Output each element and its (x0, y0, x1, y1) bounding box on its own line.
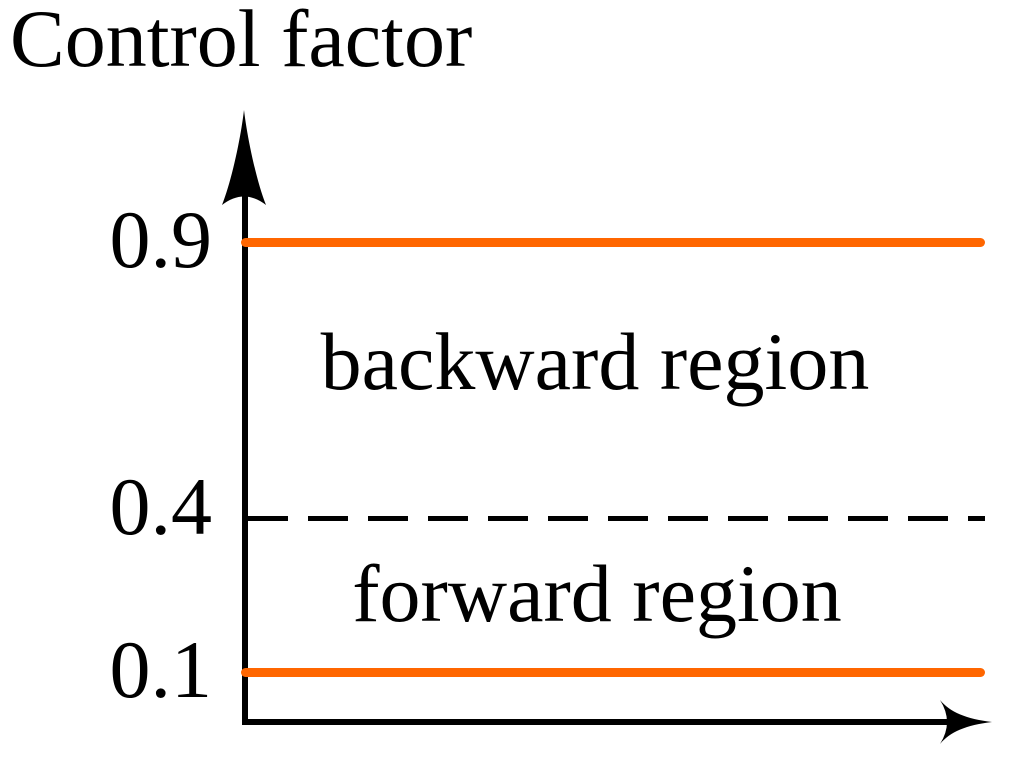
forward-region-label: forward region (352, 548, 842, 639)
y-tick-label-0-1: 0.1 (109, 624, 213, 715)
y-tick-label-0-4: 0.4 (109, 461, 213, 552)
mid-boundary-dashed-line (248, 516, 985, 521)
lower-threshold-line (241, 668, 985, 677)
x-axis-line (242, 719, 954, 725)
arrow-right-icon (940, 700, 992, 744)
arrow-up-icon (222, 110, 266, 205)
upper-threshold-line (241, 238, 985, 247)
backward-region-label: backward region (320, 316, 870, 407)
y-axis-line (242, 175, 248, 725)
y-tick-label-0-9: 0.9 (109, 194, 213, 285)
figure-title: Control factor (10, 0, 473, 84)
